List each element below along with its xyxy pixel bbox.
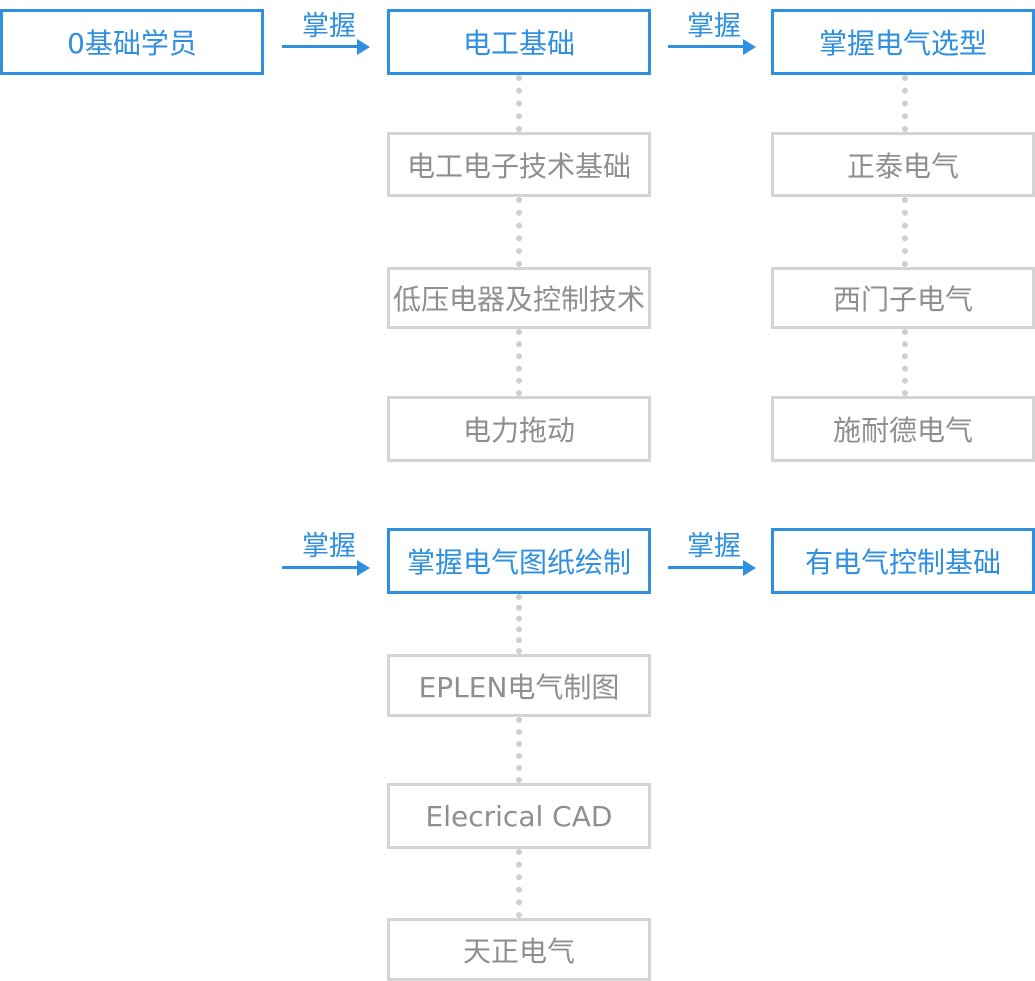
step-node-label: 掌握电气图纸绘制 <box>406 546 631 579</box>
arrow-label-2: 掌握 <box>687 11 741 42</box>
topic-label: 电工电子技术基础 <box>406 149 631 183</box>
topic-node: EPLEN电气制图 <box>387 654 651 717</box>
topic-label: 正泰电气 <box>846 149 959 183</box>
arrow-label-3: 掌握 <box>302 531 356 562</box>
arrow-right-icon <box>282 37 370 57</box>
step-node-drawing: 掌握电气图纸绘制 <box>387 528 651 594</box>
topic-node: Elecrical CAD <box>387 783 651 849</box>
start-node-label: 0基础学员 <box>67 27 197 60</box>
topic-label: EPLEN电气制图 <box>418 670 620 704</box>
step-node-label: 有电气控制基础 <box>804 546 1001 579</box>
topic-node: 电力拖动 <box>387 396 651 462</box>
step-node-component-selection: 掌握电气选型 <box>771 9 1035 75</box>
topic-node: 天正电气 <box>387 918 651 981</box>
arrow-right-icon <box>668 558 756 578</box>
arrow-label-1: 掌握 <box>302 11 356 42</box>
dotted-connector <box>516 75 522 132</box>
arrow-label-4: 掌握 <box>687 531 741 562</box>
topic-node: 施耐德电气 <box>771 396 1035 462</box>
step-node-label: 电工基础 <box>462 27 575 60</box>
dotted-connector <box>516 717 522 783</box>
topic-label: 西门子电气 <box>832 283 973 316</box>
dotted-connector <box>516 197 522 267</box>
topic-label: Elecrical CAD <box>425 799 613 833</box>
step-node-control-basics: 有电气控制基础 <box>771 528 1035 594</box>
topic-label: 电力拖动 <box>462 414 575 447</box>
dotted-connector <box>516 329 522 396</box>
dotted-connector <box>516 849 522 918</box>
arrow-right-icon <box>668 37 756 57</box>
step-node-label: 掌握电气选型 <box>818 27 987 60</box>
topic-node: 低压电器及控制技术 <box>387 267 651 329</box>
step-node-electrical-basics: 电工基础 <box>387 9 651 75</box>
topic-node: 电工电子技术基础 <box>387 132 651 197</box>
start-node: 0基础学员 <box>0 9 264 75</box>
dotted-connector <box>516 594 522 654</box>
dotted-connector <box>902 197 908 267</box>
dotted-connector <box>902 329 908 396</box>
arrow-right-icon <box>282 558 370 578</box>
topic-label: 低压电器及控制技术 <box>392 283 645 316</box>
topic-label: 天正电气 <box>462 934 575 968</box>
dotted-connector <box>902 75 908 132</box>
topic-label: 施耐德电气 <box>832 414 973 447</box>
topic-node: 正泰电气 <box>771 132 1035 197</box>
topic-node: 西门子电气 <box>771 267 1035 329</box>
